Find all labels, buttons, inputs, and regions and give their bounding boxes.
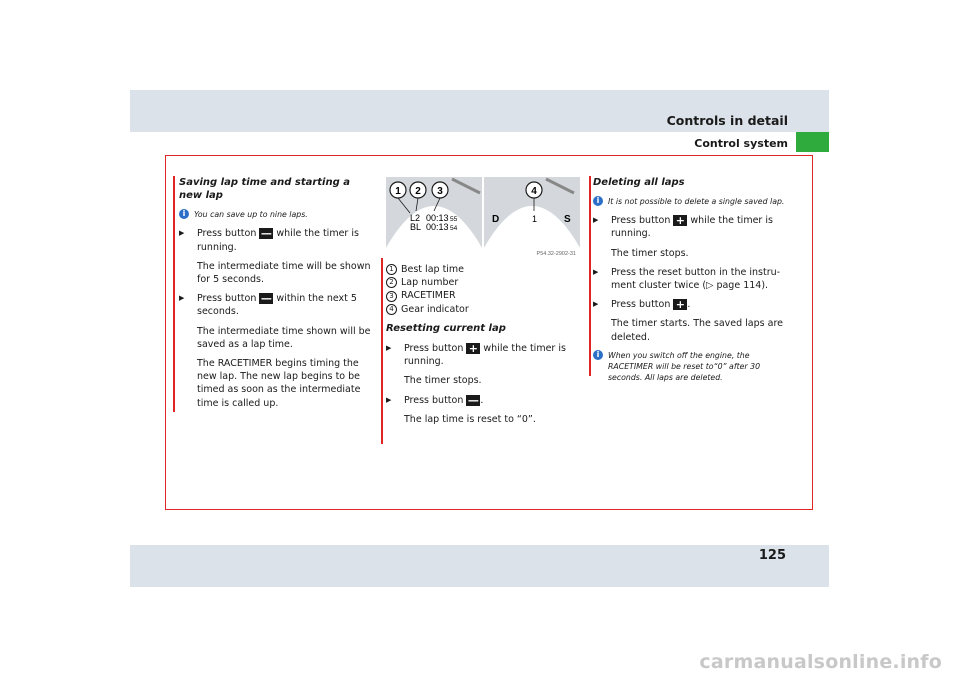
- step-note: The RACETIMER begins timing the new lap.…: [197, 358, 361, 409]
- plus-button-icon: +: [673, 299, 688, 311]
- lap-hundredths: 55: [450, 216, 458, 223]
- figure-code: P54.32-2902-31: [537, 251, 576, 257]
- plus-button-icon: +: [466, 343, 481, 355]
- info-note: i It is not possible to delete a single …: [593, 196, 793, 207]
- step-note: The timer stops.: [404, 375, 482, 387]
- best-label: BL: [410, 222, 421, 232]
- best-hundredths: 54: [450, 225, 458, 232]
- dial-left: [386, 206, 488, 259]
- lap-time: 00:13: [426, 213, 449, 223]
- callout-line-3: [433, 197, 441, 212]
- info-icon: i: [593, 349, 603, 360]
- heading-deleting-laps: Deleting all laps: [593, 177, 685, 188]
- info-text: It is not possible to delete a single sa…: [608, 197, 785, 207]
- column-marker-bar: [173, 176, 175, 412]
- footer-band: [130, 545, 829, 587]
- best-time: 00:13: [426, 222, 449, 232]
- step-item: Press button +.: [593, 298, 793, 311]
- callout-2-circle: [409, 181, 427, 199]
- minus-button-icon: —: [259, 292, 274, 306]
- content-frame: [165, 155, 813, 510]
- gear-d: D: [492, 214, 499, 225]
- watermark: carmanualsonline.info: [699, 651, 942, 673]
- step-note: The timer starts. The saved laps are del…: [611, 318, 783, 343]
- info-text: You can save up to nine laps.: [194, 210, 308, 220]
- dial-right: [478, 206, 580, 259]
- column-saving-lap: Saving lap time and starting a new lap i…: [179, 176, 375, 416]
- callout-1: 1: [395, 186, 401, 197]
- instrument-cluster-figure: 1 2 3 4 L2 BL 00:13 55 00:13 54 D 1 S P5…: [386, 177, 580, 259]
- page-number: 125: [758, 548, 786, 563]
- header-band: [130, 90, 829, 132]
- plus-button-icon: +: [673, 215, 688, 227]
- column-deleting-laps: Deleting all laps i It is not possible t…: [593, 176, 793, 390]
- heading-resetting-lap: Resetting current lap: [386, 322, 506, 334]
- callout-line-2: [415, 197, 419, 212]
- column-marker-bar: [381, 258, 383, 444]
- info-icon: i: [179, 209, 189, 220]
- step-item: Press button + while the timer is runnin…: [593, 214, 793, 240]
- step-note: The intermediate time shown will be save…: [197, 325, 371, 350]
- info-icon: i: [593, 196, 603, 207]
- step-item: Press button — while the timer is runnin…: [179, 227, 375, 253]
- minus-button-icon: —: [259, 227, 274, 241]
- step-item: Press button —.: [386, 394, 580, 407]
- info-note: i You can save up to nine laps.: [179, 209, 375, 220]
- step-item: Press button — within the next 5 seconds…: [179, 292, 375, 318]
- section-subtitle: Control system: [694, 137, 788, 150]
- callout-4: 4: [531, 186, 537, 197]
- callout-2: 2: [415, 186, 421, 197]
- section-title: Controls in detail: [666, 113, 788, 128]
- section-tab-marker: [796, 132, 829, 152]
- step-note: The lap time is reset to “0”.: [404, 413, 536, 425]
- callout-line-1: [397, 197, 411, 214]
- step-item: Press button + while the timer is runnin…: [386, 342, 580, 368]
- column-marker-bar: [589, 176, 591, 376]
- callout-3-circle: [431, 181, 449, 199]
- needle-right: [545, 177, 575, 195]
- step-item: Press the reset button in the instru­men…: [593, 266, 793, 292]
- needle-left: [451, 177, 481, 195]
- gear-s: S: [564, 214, 571, 225]
- info-text: When you switch off the engine, the RACE…: [608, 350, 761, 382]
- minus-button-icon: —: [466, 393, 481, 407]
- callout-4-circle: [525, 181, 543, 199]
- callout-1-circle: [389, 181, 407, 199]
- info-note: i When you switch off the engine, the RA…: [593, 349, 793, 383]
- callout-3: 3: [437, 186, 443, 197]
- lap-label: L2: [410, 213, 420, 223]
- step-note: The timer stops.: [611, 247, 689, 259]
- heading-saving-lap: Saving lap time and starting a new lap: [179, 177, 350, 202]
- gear-number: 1: [532, 214, 537, 224]
- step-note: The intermediate time will be shown for …: [197, 260, 371, 286]
